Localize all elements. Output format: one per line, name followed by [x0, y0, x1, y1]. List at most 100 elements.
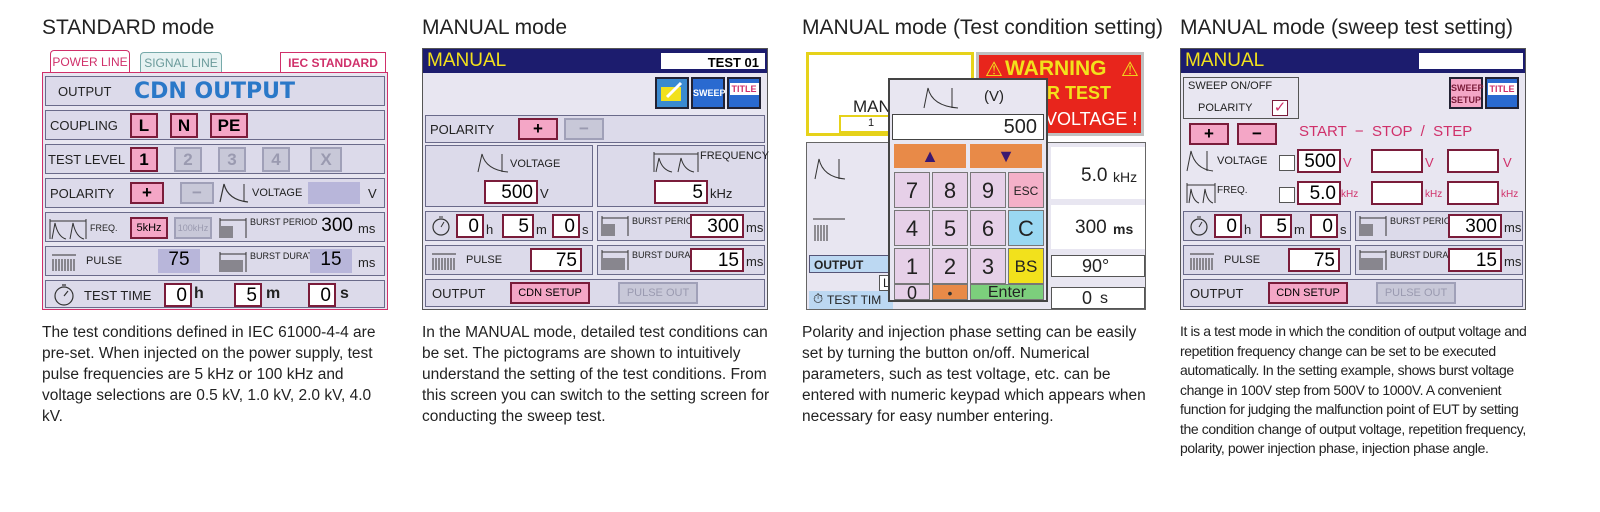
time-minutes-field[interactable]: 5 [234, 283, 262, 307]
title-button[interactable]: TITLE [1485, 77, 1519, 109]
key-6[interactable]: 6 [970, 210, 1006, 246]
freq-stop-field[interactable] [1371, 181, 1423, 205]
polarity-plus-button[interactable]: + [1189, 123, 1229, 145]
time-hours-field[interactable]: 0 [1214, 214, 1242, 238]
test-level-3-button[interactable]: 3 [218, 147, 246, 172]
seconds-unit: s [1340, 222, 1347, 237]
output-row: OUTPUT CDN SETUP PULSE OUT [1183, 279, 1523, 307]
freq-100khz-button[interactable]: 100kHz [174, 217, 212, 239]
voltage-start-field[interactable]: 500 [1297, 149, 1341, 173]
key-decimal[interactable]: • [932, 284, 968, 301]
coupling-l-button[interactable]: L [130, 113, 158, 138]
burst-duration-value: 15 [310, 249, 352, 273]
time-hours-field[interactable]: 0 [164, 283, 192, 307]
freq-unit: kHz [1425, 189, 1443, 200]
tab-signal-line[interactable]: SIGNAL LINE [140, 52, 222, 72]
test-level-2-button[interactable]: 2 [174, 147, 202, 172]
sweep-setup-button[interactable]: SWEEP SETUP [1449, 77, 1484, 109]
polarity-minus-button[interactable]: − [1237, 123, 1277, 145]
burst-duration-icon [601, 250, 629, 270]
time-seconds-field[interactable]: 0 [308, 283, 336, 307]
standard-panel: OUTPUT CDN OUTPUT COUPLING L N PE TEST L… [42, 72, 388, 310]
test-level-1-button[interactable]: 1 [130, 147, 158, 172]
test-time-label: TEST TIM [827, 293, 882, 307]
ms-unit: ms [358, 221, 376, 236]
polarity-plus-button[interactable]: + [130, 182, 164, 204]
keypad-display: 500 [892, 114, 1044, 140]
key-2[interactable]: 2 [932, 248, 968, 284]
cdn-setup-button[interactable]: CDN SETUP [1268, 282, 1348, 304]
voltage-sweep-checkbox[interactable] [1279, 155, 1295, 171]
edit-pictogram-button[interactable] [655, 77, 689, 109]
tab-power-line[interactable]: POWER LINE [50, 50, 130, 72]
time-hours-field[interactable]: 0 [456, 214, 484, 238]
time-seconds-field[interactable]: 0 [1310, 214, 1338, 238]
pulse-out-button[interactable]: PULSE OUT [618, 282, 698, 304]
voltage-step-field[interactable] [1447, 149, 1499, 173]
voltage-waveform-icon [814, 158, 846, 180]
polarity-label: POLARITY [1198, 102, 1253, 114]
sweep-button[interactable]: SWEEP [691, 77, 726, 109]
freq-row: FREQ. 5kHz 100kHz BURST PERIOD 300 ms [45, 212, 385, 242]
polarity-plus-button[interactable]: + [518, 118, 558, 140]
burst-period-label: BURST PERIOD [250, 217, 318, 227]
key-1[interactable]: 1 [894, 248, 930, 284]
freq-step-field[interactable] [1447, 181, 1499, 205]
time-minutes-field[interactable]: 5 [1260, 214, 1292, 238]
key-4[interactable]: 4 [894, 210, 930, 246]
time-unit: s [1100, 290, 1108, 307]
coupling-n-button[interactable]: N [170, 113, 198, 138]
freq-sweep-checkbox[interactable] [1279, 187, 1295, 203]
key-7[interactable]: 7 [894, 172, 930, 208]
phase-value: 90° [1082, 256, 1110, 276]
burst-period-icon [219, 218, 247, 238]
sweep-screen: MANUAL SWEEP ON/OFF POLARITY ✓ SWEEP SET… [1180, 48, 1526, 310]
down-arrow-button[interactable]: ▼ [970, 144, 1042, 168]
key-9[interactable]: 9 [970, 172, 1006, 208]
freq-5khz-button[interactable]: 5kHz [130, 217, 168, 239]
coupling-pe-button[interactable]: PE [210, 113, 248, 138]
freq-start-field[interactable]: 5.0 [1297, 181, 1341, 205]
sweep-setting-column: MANUAL mode (sweep test setting) MANUAL … [1180, 0, 1530, 512]
voltage-cell: VOLTAGE 500 V [425, 145, 593, 207]
pulse-out-button[interactable]: PULSE OUT [1376, 282, 1456, 304]
pulse-field[interactable]: 75 [1288, 248, 1340, 272]
time-seconds-field[interactable]: 0 [552, 214, 580, 238]
polarity-minus-button[interactable]: − [564, 118, 604, 140]
frequency-field[interactable]: 5 [654, 180, 708, 204]
burst-period-icon [1359, 216, 1387, 236]
title-button[interactable]: TITLE [727, 77, 761, 109]
frequency-waveform-icon [1186, 183, 1216, 204]
section-heading: MANUAL mode (Test condition setting) [802, 16, 1164, 39]
test-level-4-button[interactable]: 4 [262, 147, 290, 172]
freq-label: FREQ. [1217, 185, 1248, 196]
burst-period-field[interactable]: 300 [1448, 214, 1502, 238]
pulse-field[interactable]: 75 [530, 248, 582, 272]
pulse-label: PULSE [86, 255, 123, 267]
test-level-x-button[interactable]: X [310, 147, 342, 172]
output-label: OUTPUT [432, 286, 486, 301]
time-minutes-field[interactable]: 5 [502, 214, 534, 238]
burst-duration-field[interactable]: 15 [1448, 248, 1502, 272]
voltage-field[interactable]: 500 [484, 180, 538, 204]
key-8[interactable]: 8 [932, 172, 968, 208]
key-enter[interactable]: Enter [970, 284, 1044, 301]
polarity-minus-button[interactable]: − [180, 182, 214, 204]
key-5[interactable]: 5 [932, 210, 968, 246]
key-clear[interactable]: C [1008, 210, 1044, 246]
polarity-sweep-checkbox[interactable]: ✓ [1272, 100, 1288, 116]
key-0[interactable]: 0 [894, 284, 930, 302]
test-time-row: TEST TIME 0 h 5 m 0 s [45, 280, 385, 308]
burst-period-field[interactable]: 300 [690, 214, 744, 238]
key-backspace[interactable]: BS [1008, 248, 1044, 284]
up-arrow-button[interactable]: ▲ [894, 144, 966, 168]
cdn-setup-button[interactable]: CDN SETUP [510, 282, 590, 304]
voltage-waveform-icon [477, 153, 509, 173]
burst-duration-field[interactable]: 15 [690, 248, 744, 272]
key-esc[interactable]: ESC [1008, 172, 1044, 208]
key-3[interactable]: 3 [970, 248, 1006, 284]
minutes-unit: m [266, 285, 281, 302]
voltage-stop-field[interactable] [1371, 149, 1423, 173]
voltage-label: VOLTAGE [510, 158, 561, 170]
section-description: The test conditions defined in IEC 61000… [42, 324, 376, 425]
